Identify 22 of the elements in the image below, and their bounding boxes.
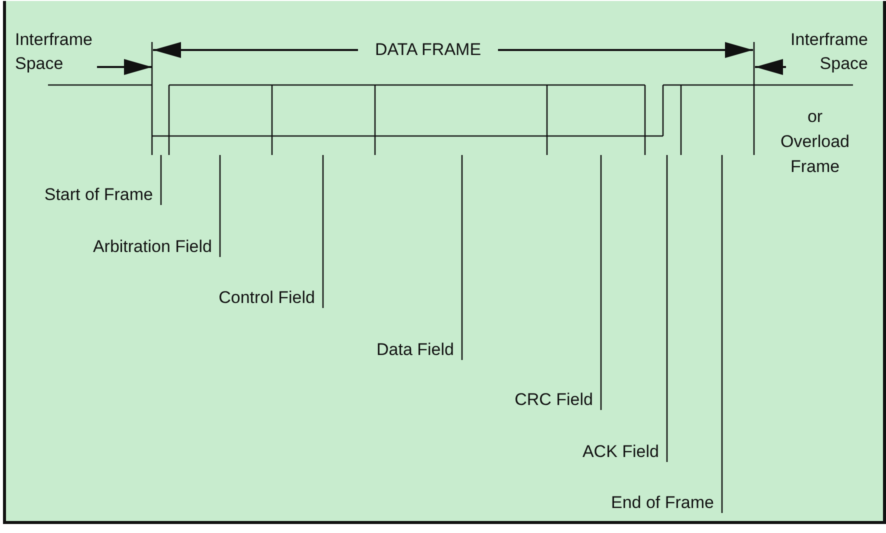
note-text: or Overload Frame	[780, 106, 850, 178]
leader-line	[721, 155, 723, 513]
frame-title: DATA FRAME	[374, 39, 482, 61]
arrow	[97, 59, 152, 75]
leader-line	[461, 155, 463, 360]
arrow	[755, 59, 786, 75]
leader-line	[322, 155, 324, 308]
field-label: Arbitration Field	[92, 236, 212, 258]
region-label: Interframe Space	[15, 29, 93, 75]
field-label: End of Frame	[611, 492, 714, 514]
field-label: ACK Field	[582, 441, 659, 463]
leader-line	[600, 155, 602, 410]
leader-line	[160, 155, 162, 205]
field-label: CRC Field	[514, 389, 593, 411]
region-label: Interframe Space	[790, 29, 868, 75]
field-label: Data Field	[376, 339, 454, 361]
leader-line	[219, 155, 221, 257]
field-label: Control Field	[218, 287, 315, 309]
arrow	[498, 42, 753, 58]
arrow	[153, 42, 358, 58]
field-label: Start of Frame	[44, 184, 153, 206]
leader-line	[666, 155, 668, 462]
